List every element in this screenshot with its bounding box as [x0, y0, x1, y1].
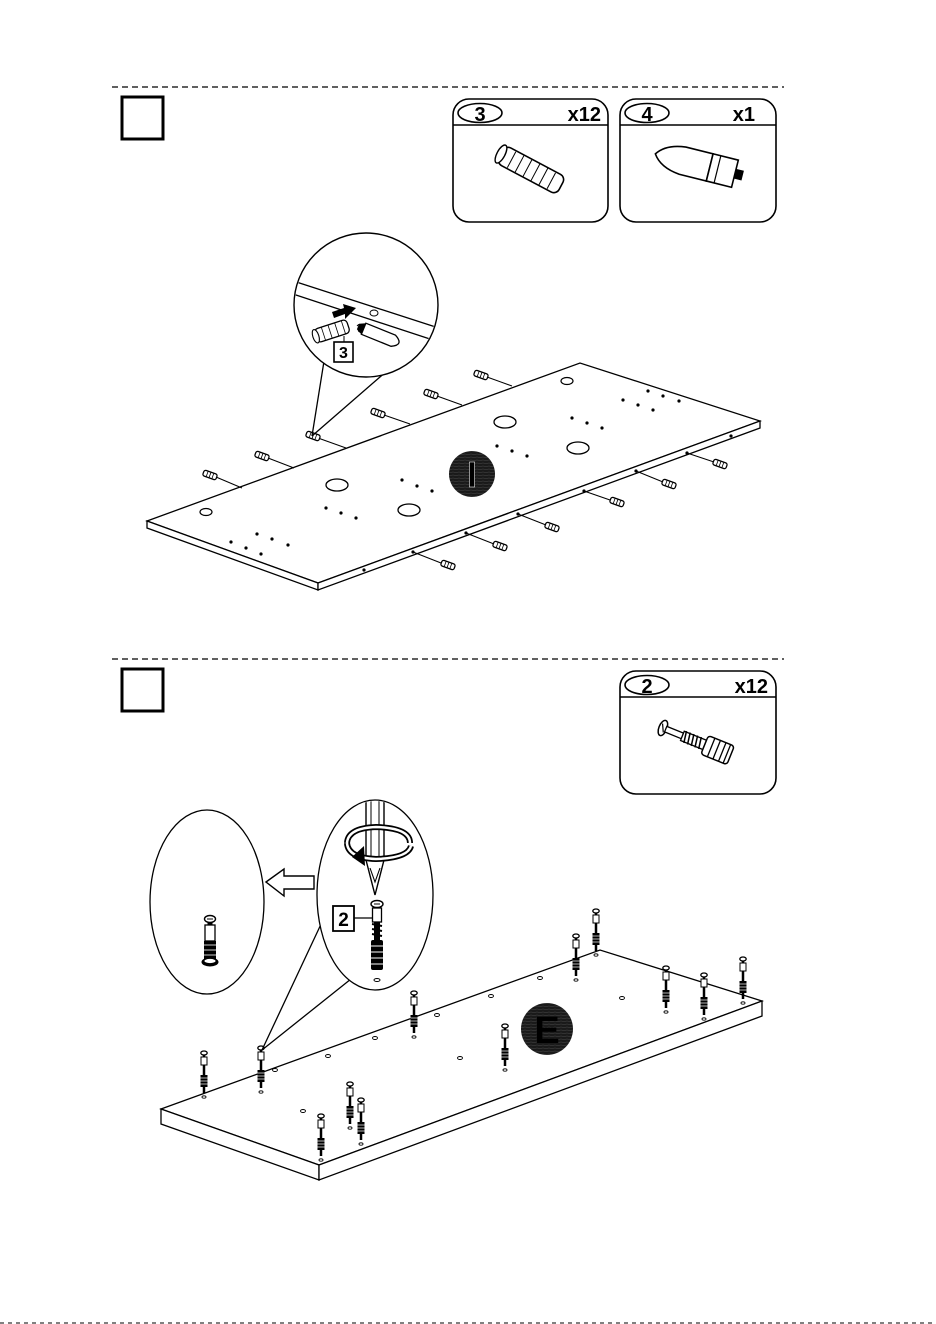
part-card-dowel: 3 x12 — [453, 99, 608, 222]
callout-part-label: 2 — [338, 910, 349, 931]
arrow-left-icon — [266, 869, 314, 896]
result-detail — [150, 810, 264, 994]
part-quantity: x12 — [735, 676, 768, 698]
panel-label: E — [534, 1010, 559, 1052]
step-number-box — [122, 97, 163, 139]
part-quantity: x12 — [568, 104, 601, 126]
part-card-glue: 4 x1 — [620, 99, 776, 222]
part-quantity: x1 — [733, 104, 755, 126]
part-id: 2 — [641, 676, 652, 698]
panel-label-badge: E — [521, 1003, 573, 1055]
panel-i: I — [147, 363, 760, 590]
panel-label-badge: I — [449, 451, 495, 497]
part-card-cam-bolt: 2 x12 — [620, 671, 776, 794]
detail-callout: 3 — [290, 233, 445, 436]
detail-callout-screw: 2 — [262, 790, 433, 1050]
step-number-box — [122, 669, 163, 711]
panel-label: I — [467, 454, 477, 495]
part-id: 4 — [641, 104, 653, 126]
cam-bolt-detail — [371, 901, 383, 982]
part-id: 3 — [474, 104, 485, 126]
callout-part-label: 3 — [339, 345, 348, 362]
